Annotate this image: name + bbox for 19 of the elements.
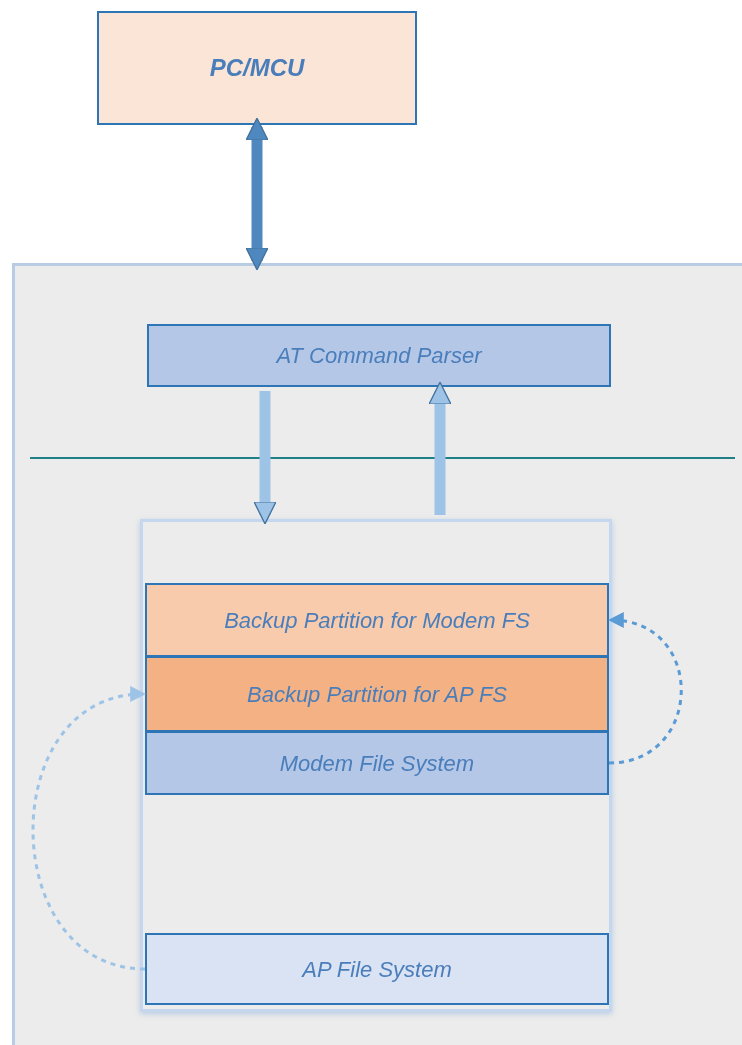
file-system-box xyxy=(145,933,609,1005)
device-box xyxy=(97,11,417,125)
module-panel xyxy=(12,263,742,1045)
box-label: AT Command Parser xyxy=(276,342,482,370)
partition-box xyxy=(145,656,609,732)
block-arrow xyxy=(428,381,452,515)
parser-box xyxy=(147,324,611,387)
box-label: AP File System xyxy=(302,955,452,984)
block-arrow xyxy=(253,391,277,525)
box-label: PC/MCU xyxy=(209,53,305,83)
file-system-box xyxy=(145,731,609,795)
dashed-arrow xyxy=(607,613,683,765)
block-arrow xyxy=(245,117,269,271)
box-label: Backup Partition for Modem FS xyxy=(224,606,530,635)
box-label: Modem File System xyxy=(279,749,475,778)
partition-box xyxy=(145,583,609,657)
dashed-arrow xyxy=(31,688,147,971)
storage-panel xyxy=(140,519,612,1012)
box-label: Backup Partition for AP FS xyxy=(246,680,507,709)
